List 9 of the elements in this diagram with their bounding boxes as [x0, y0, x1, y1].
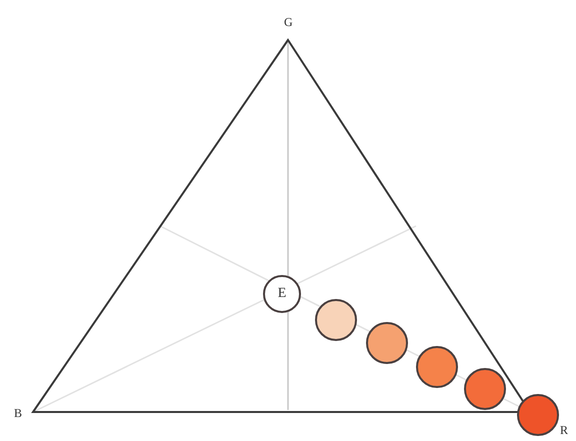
color-circle	[464, 368, 506, 410]
vertex-label: G	[284, 16, 293, 28]
color-circle	[366, 322, 408, 364]
vertex-label: R	[560, 424, 568, 436]
vertex-label: B	[14, 407, 22, 419]
color-circle	[315, 299, 357, 341]
point-circle: E	[263, 275, 301, 313]
color-circle	[517, 394, 559, 436]
color-circle	[416, 346, 458, 388]
